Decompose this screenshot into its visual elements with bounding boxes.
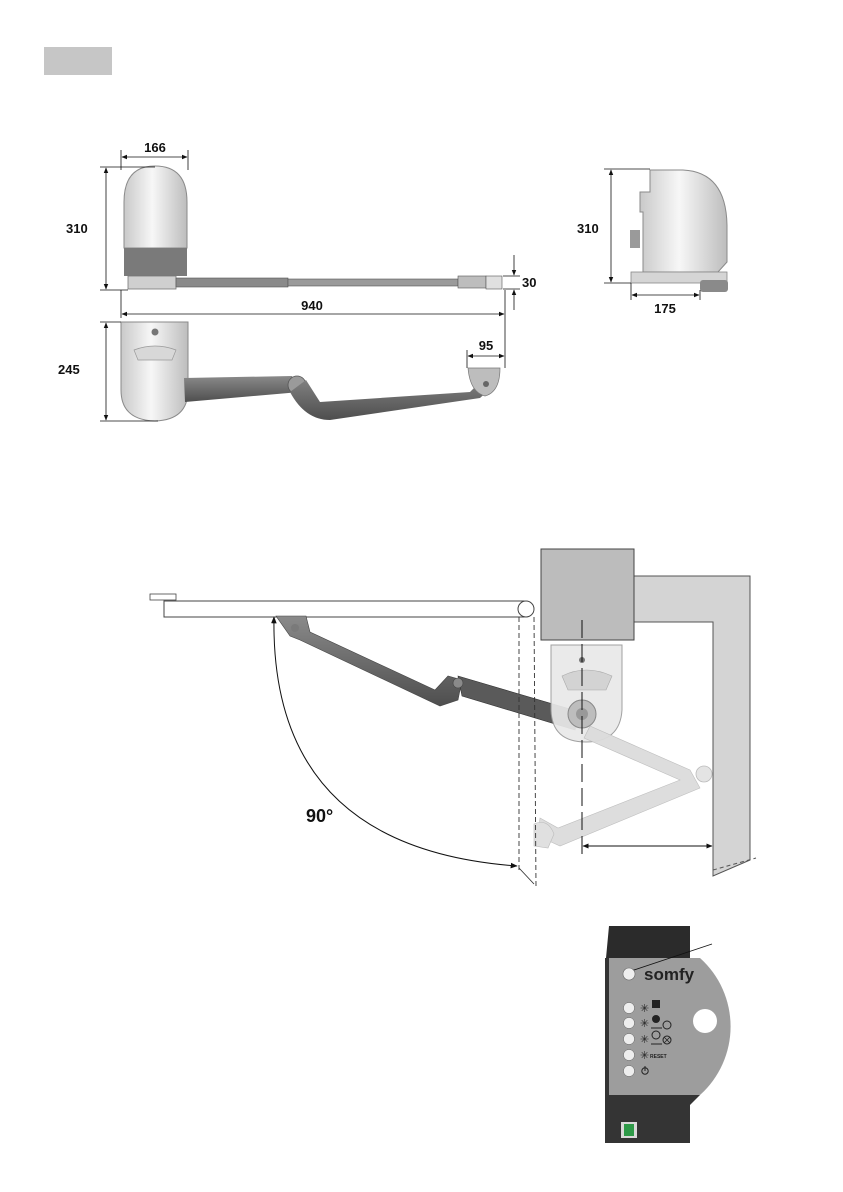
- brand-logo-text: somfy: [644, 965, 695, 984]
- led-3: [624, 1034, 635, 1045]
- dim-side-depth: 175: [654, 301, 676, 316]
- gate-hinge: [518, 601, 534, 617]
- arm-bracket: [458, 276, 486, 288]
- motor-housing: [124, 166, 187, 248]
- installation-diagram: 90°: [150, 549, 756, 886]
- motor-base-band: [124, 248, 187, 276]
- dim-arm-thickness: 30: [522, 275, 536, 290]
- led-2: [624, 1018, 635, 1029]
- side-view: [630, 170, 728, 292]
- arm-closed-position: [276, 616, 462, 706]
- motor-foot: [128, 276, 176, 289]
- arm-open-position: [538, 726, 700, 846]
- svg-text:✳: ✳: [640, 1049, 649, 1062]
- panel-button-hole: [693, 1009, 717, 1033]
- opening-angle-label: 90°: [306, 806, 333, 826]
- top-view: [121, 322, 500, 421]
- top-arm-secondary: [290, 372, 498, 420]
- dim-front-height: 310: [66, 221, 88, 236]
- arm-secondary: [288, 279, 458, 286]
- side-rear-plate: [630, 230, 640, 248]
- reset-label: RESET: [650, 1054, 667, 1060]
- top-bolt: [152, 329, 159, 336]
- gate-stop: [150, 594, 176, 600]
- dim-side-height: 310: [577, 221, 599, 236]
- dim-total-length: 940: [301, 298, 323, 313]
- panel-top-band: [606, 926, 690, 958]
- led-5: [624, 1066, 635, 1077]
- svg-text:✳: ✳: [640, 1017, 649, 1030]
- side-housing: [640, 170, 727, 272]
- gate-leaf: [164, 601, 524, 617]
- front-view: [124, 166, 502, 289]
- led-4: [624, 1050, 635, 1061]
- side-output-shaft: [700, 280, 728, 292]
- top-housing: [121, 322, 188, 421]
- green-connector: [624, 1124, 634, 1136]
- gate-pillar: [634, 576, 750, 876]
- opening-arc: [274, 617, 517, 866]
- led-1: [624, 1003, 635, 1014]
- top-arm-primary: [184, 376, 300, 402]
- status-led: [623, 968, 635, 980]
- svg-text:✳: ✳: [640, 1002, 649, 1015]
- dim-top-depth: 245: [58, 362, 80, 377]
- arm-primary: [176, 278, 288, 287]
- gate-bracket: [486, 276, 502, 289]
- dim-bracket-width: 95: [479, 338, 493, 353]
- control-panel: somfy ✳ ✳ ✳ ✳ RESET: [605, 926, 731, 1143]
- svg-text:✳: ✳: [640, 1033, 649, 1046]
- mounting-box: [541, 549, 634, 640]
- dim-front-width: 166: [144, 140, 166, 155]
